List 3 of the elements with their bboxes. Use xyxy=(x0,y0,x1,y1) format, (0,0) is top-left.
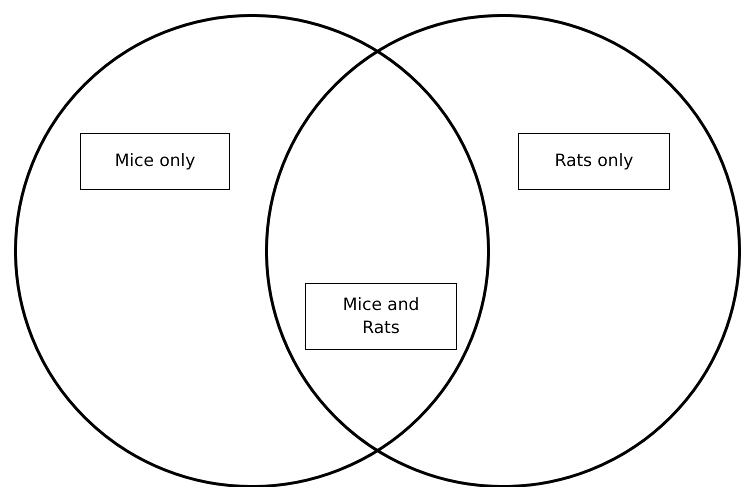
region-label: Rats only xyxy=(518,133,670,190)
region-label: Mice and Rats xyxy=(305,283,457,350)
region-label: Mice only xyxy=(80,133,230,190)
